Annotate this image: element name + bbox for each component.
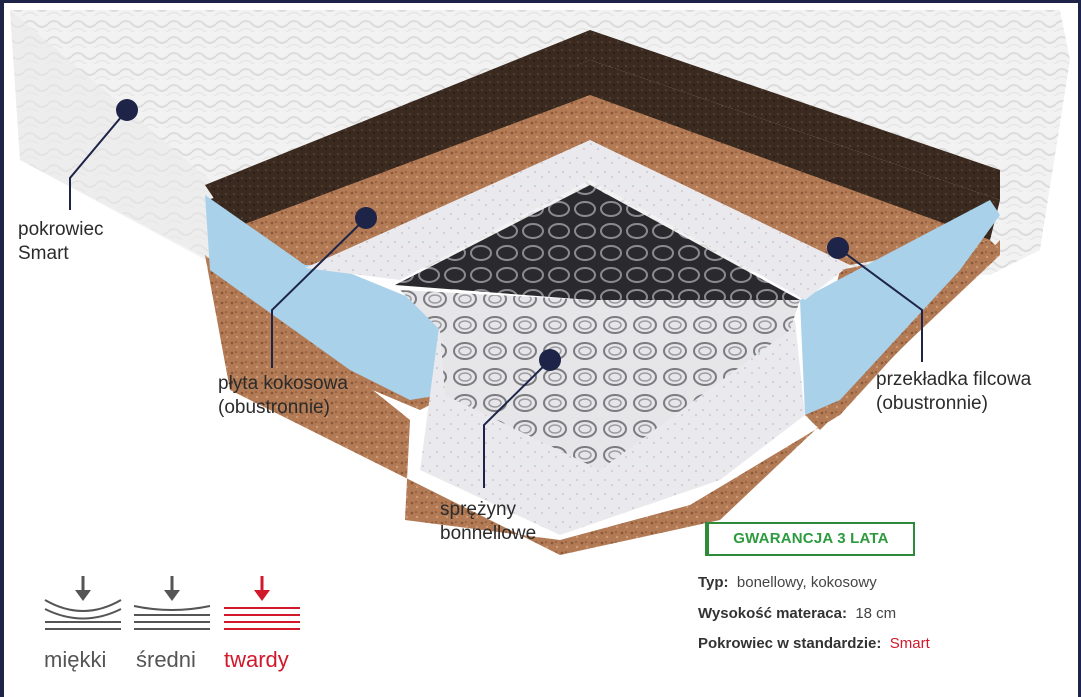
cover-marker-dot — [116, 99, 138, 121]
firmness-soft-icon — [44, 576, 122, 630]
cover-label: pokrowiec Smart — [18, 218, 104, 266]
firmness-medium-icon — [133, 576, 211, 630]
cover-label-line1: pokrowiec — [18, 219, 104, 240]
springs-marker-dot — [539, 349, 561, 371]
felt-label-line2: (obustronnie) — [876, 393, 988, 414]
cover-side-left — [10, 10, 215, 265]
springs-label: sprężyny bonnellowe — [440, 498, 536, 546]
spec-cover: Pokrowiec w standardzie: Smart — [698, 635, 930, 652]
spec-height-value: 18 cm — [855, 605, 897, 622]
felt-marker-dot — [827, 237, 849, 259]
coconut-label-line2: (obustronnie) — [218, 397, 330, 418]
cover-callout-line — [69, 109, 128, 210]
foam-left — [205, 195, 440, 400]
coconut-callout-line — [271, 217, 367, 368]
firmness-hard-label: twardy — [224, 647, 289, 672]
springs — [400, 290, 800, 470]
firmness-soft-label: miękki — [44, 647, 107, 672]
spec-type: Typ: bonellowy, kokosowy — [698, 574, 877, 591]
coconut-label-line1: płyta kokosowa — [218, 373, 348, 394]
frame-top-border — [0, 0, 1081, 3]
coconut-label: płyta kokosowa (obustronnie) — [218, 372, 348, 420]
spec-height: Wysokość materaca: 18 cm — [698, 605, 896, 622]
firmness-hard-icon — [224, 576, 300, 630]
guarantee-badge: GWARANCJA 3 LATA — [705, 522, 915, 556]
coconut-layer-top — [205, 30, 1000, 200]
mattress-base — [205, 240, 1000, 555]
spec-type-label: Typ: — [698, 574, 729, 591]
felt-callout-line — [837, 247, 923, 362]
spec-cover-value: Smart — [889, 635, 930, 652]
coconut-marker-dot — [355, 207, 377, 229]
felt-label: przekładka filcowa (obustronnie) — [876, 368, 1031, 416]
frame-left-border — [0, 0, 4, 697]
firmness-medium-label: średni — [136, 647, 196, 672]
cover-label-line2: Smart — [18, 243, 69, 264]
springs-dark — [395, 185, 800, 300]
felt-label-line1: przekładka filcowa — [876, 369, 1032, 390]
frame-right-border — [1078, 0, 1081, 697]
springs-label-line1: sprężyny — [440, 499, 517, 520]
foam-right — [800, 200, 1000, 415]
springs-label-line2: bonnellowe — [440, 523, 537, 544]
spec-type-value: bonellowy, kokosowy — [736, 574, 877, 591]
spec-height-label: Wysokość materaca: — [698, 605, 847, 622]
felt-layer — [305, 140, 850, 300]
springs-callout-line — [483, 359, 551, 488]
spec-cover-label: Pokrowiec w standardzie: — [698, 635, 882, 652]
